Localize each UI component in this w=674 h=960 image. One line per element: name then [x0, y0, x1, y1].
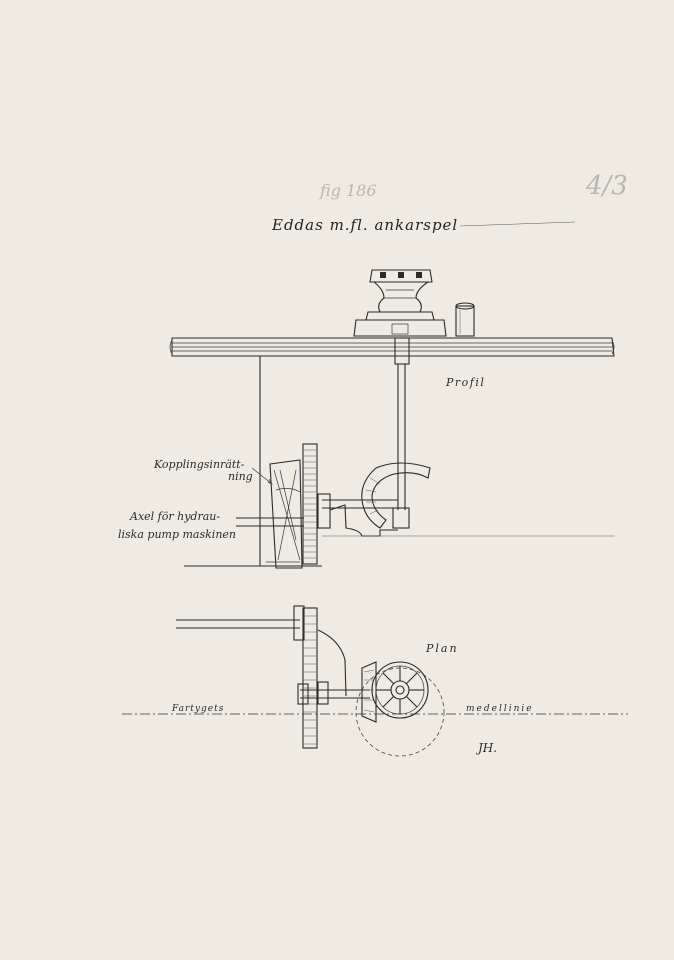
plan-bevel-hatch — [363, 669, 375, 713]
fartygets-label: Fartygets — [171, 704, 224, 714]
drawing-title: Eddas m.fl. ankarspel — [271, 216, 458, 234]
vertical-shaft — [392, 337, 410, 529]
plan-input-shaft — [176, 619, 300, 629]
spoked-wheel — [371, 661, 429, 719]
axel-label-line1: Axel för hydrau- — [129, 510, 220, 523]
plan-label: Plan — [425, 642, 459, 655]
plan-view: Plan Fartygets medellinie JH. — [122, 605, 628, 757]
deck-beam — [169, 337, 615, 357]
capstan-outline-dashed — [355, 667, 445, 757]
plan-pinion — [293, 605, 305, 641]
bevel-gear — [361, 462, 431, 529]
kopplings-label-line1: Kopplingsinrätt- — [153, 458, 245, 471]
plan-main-shaft — [297, 681, 370, 705]
deck-post — [455, 302, 475, 337]
kopplings-label-line2: ning — [228, 470, 253, 483]
spur-gear-plan — [302, 607, 318, 749]
spur-gear-profile — [302, 443, 318, 565]
sheet-number: 4/3 — [585, 171, 628, 201]
pump-axle — [236, 517, 304, 527]
plan-bracket — [317, 629, 347, 697]
medellinie-label: medellinie — [466, 704, 534, 714]
signature-initials: JH. — [475, 741, 497, 755]
capstan-head — [353, 269, 447, 337]
horizontal-shaft — [317, 493, 398, 529]
plan-bevel-pinion — [361, 661, 377, 723]
axel-label-line2: liska pump maskinen — [118, 528, 236, 541]
coupling-arrangement — [269, 459, 303, 569]
title-pencil-line — [459, 221, 576, 227]
profil-label: Profil — [445, 376, 485, 389]
profile-view: Profil Kopplingsinrätt- ning Axel för hy… — [118, 269, 615, 569]
figure-note: fig 186 — [319, 181, 377, 200]
kopplings-leader — [251, 467, 273, 485]
